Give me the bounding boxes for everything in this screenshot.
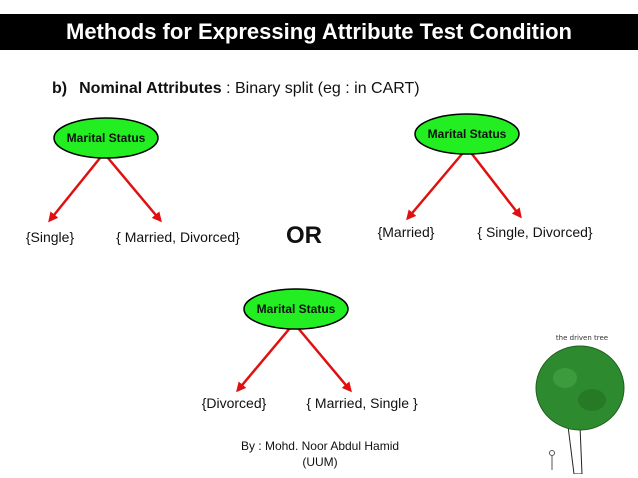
tree-3-left-leaf: {Divorced} — [202, 395, 267, 411]
tree-crown-shade — [578, 389, 606, 411]
author-credit: By : Mohd. Noor Abdul Hamid (UUM) — [220, 438, 420, 470]
tree-trunk-icon — [567, 425, 583, 474]
tree-1-left-leaf: {Single} — [26, 229, 75, 245]
tree-2-right-edge — [471, 153, 522, 219]
tree-illustration: the driven tree — [535, 334, 625, 474]
subtitle: b) Nominal Attributes : Binary split (eg … — [52, 80, 420, 98]
stick-figure-head-icon — [549, 450, 555, 456]
or-label: OR — [286, 222, 322, 249]
tree-3-right-edge — [297, 327, 352, 393]
tree-1: Marital Status {Single} { Married, Divor… — [26, 117, 240, 245]
tree-1-left-edge — [48, 157, 101, 223]
tree-1-root-label: Marital Status — [67, 131, 146, 145]
subtitle-bold: Nominal Attributes — [79, 80, 222, 97]
tree-3-right-leaf: { Married, Single } — [306, 395, 418, 411]
tree-crown-shade — [553, 368, 577, 388]
subtitle-label: b) — [52, 80, 68, 97]
tree-2-left-leaf: {Married} — [378, 224, 435, 240]
tree-2-root-node — [414, 113, 520, 155]
tree-3: Marital Status {Divorced} { Married, Sin… — [202, 288, 418, 411]
tree-2-root-label: Marital Status — [428, 127, 507, 141]
tree-3-root-node — [243, 288, 349, 330]
tree-1-root-node — [53, 117, 159, 159]
tree-crown-icon — [535, 345, 625, 431]
tree-illustration-caption: the driven tree — [556, 334, 608, 342]
tree-1-right-edge — [107, 157, 162, 223]
tree-2-right-leaf: { Single, Divorced} — [477, 224, 593, 240]
subtitle-rest: : Binary split (eg : in CART) — [221, 80, 420, 97]
slide-title: Methods for Expressing Attribute Test Co… — [0, 14, 638, 50]
tree-2-left-edge — [406, 153, 463, 221]
tree-3-left-edge — [236, 327, 291, 393]
tree-3-root-label: Marital Status — [257, 302, 336, 316]
tree-1-right-leaf: { Married, Divorced} — [116, 229, 240, 245]
tree-2: Marital Status {Married} { Single, Divor… — [378, 113, 593, 240]
author-affiliation: (UUM) — [302, 455, 338, 469]
author-name: By : Mohd. Noor Abdul Hamid — [240, 439, 400, 453]
